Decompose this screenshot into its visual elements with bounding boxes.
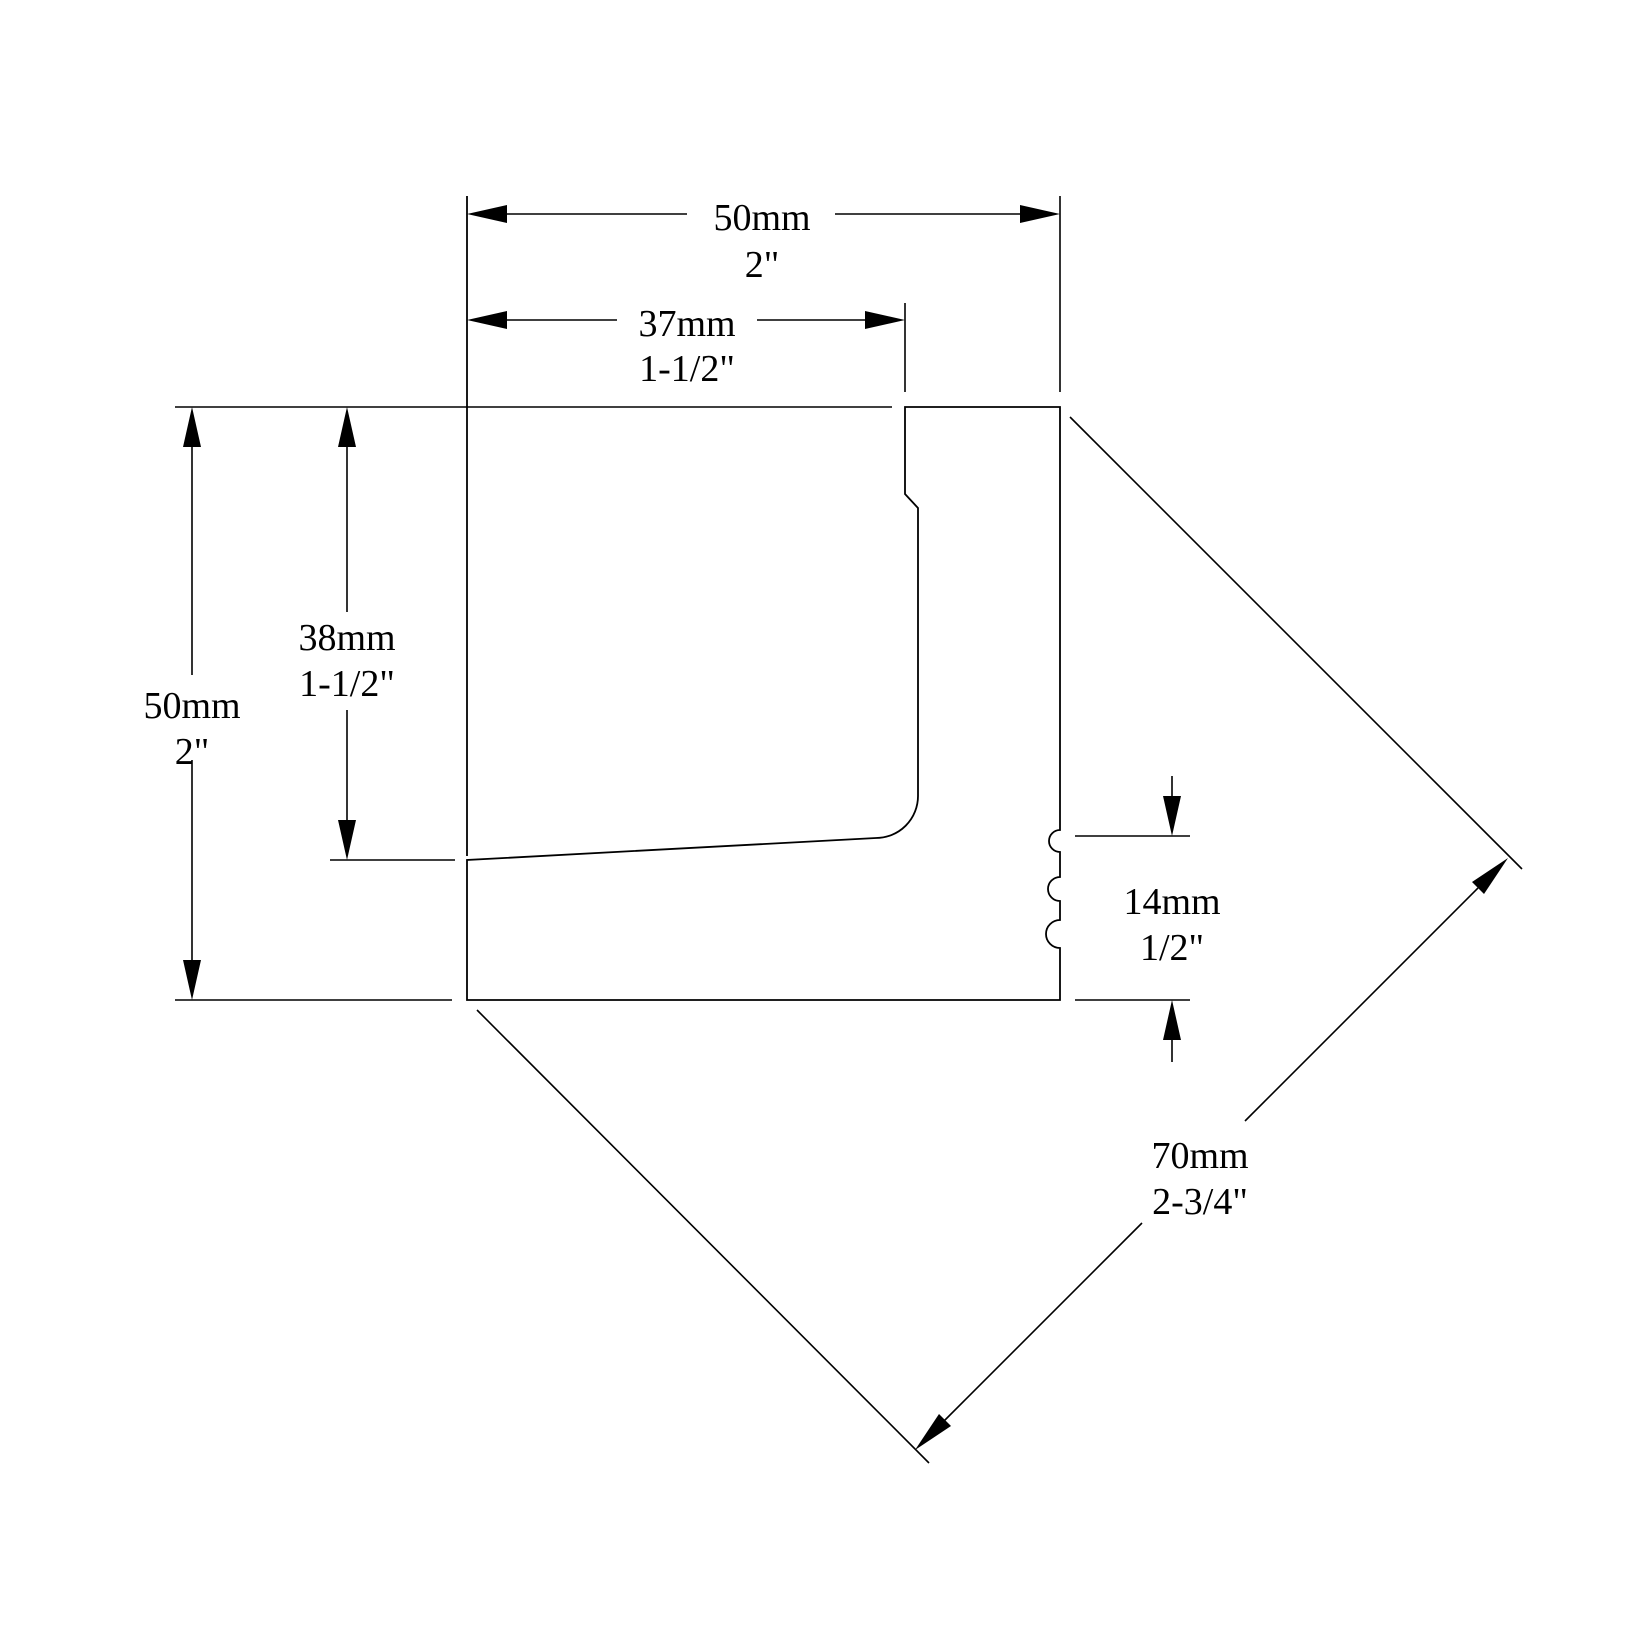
dim-label-mm: 38mm — [298, 617, 395, 659]
profile-outline — [466, 406, 1061, 1001]
dim-diagonal: 70mm 2-3/4" — [476, 416, 1523, 1464]
dim-label-inch: 1/2" — [1140, 927, 1204, 969]
ext-line-lower — [476, 1009, 930, 1464]
arrow-lower — [915, 1414, 951, 1450]
arrow-up — [1163, 1000, 1181, 1040]
arrow-down — [183, 960, 201, 1000]
dim-label-inch: 1-1/2" — [299, 663, 395, 705]
dim-label-inch: 2" — [175, 731, 210, 773]
dim-line-upper — [1244, 887, 1479, 1122]
dim-left-inner: 38mm 1-1/2" — [298, 407, 455, 861]
arrow-right — [865, 311, 905, 329]
ext-line-upper — [1069, 416, 1523, 870]
arrow-up — [183, 407, 201, 447]
part-outline — [175, 196, 1061, 1001]
dim-top-overall: 50mm 2" — [467, 196, 1061, 392]
arrow-down — [1163, 796, 1181, 836]
arrow-right — [1020, 205, 1060, 223]
arrow-up — [338, 407, 356, 447]
dim-label-mm: 50mm — [713, 197, 810, 239]
dim-label-inch: 1-1/2" — [639, 348, 735, 390]
dim-right-slot: 14mm 1/2" — [1075, 776, 1221, 1062]
dim-top-inner: 37mm 1-1/2" — [467, 303, 906, 392]
dim-label-mm: 50mm — [143, 685, 240, 727]
arrow-left — [467, 311, 507, 329]
dim-line-lower — [942, 1222, 1143, 1423]
arrow-upper — [1472, 858, 1508, 894]
dim-label-mm: 70mm — [1151, 1135, 1248, 1177]
dim-left-overall: 50mm 2" — [143, 407, 452, 1001]
arrow-down — [338, 820, 356, 860]
arrow-left — [467, 205, 507, 223]
dim-label-inch: 2-3/4" — [1152, 1181, 1248, 1223]
dim-label-mm: 14mm — [1123, 881, 1220, 923]
dim-label-inch: 2" — [745, 244, 780, 286]
dim-label-mm: 37mm — [638, 303, 735, 345]
